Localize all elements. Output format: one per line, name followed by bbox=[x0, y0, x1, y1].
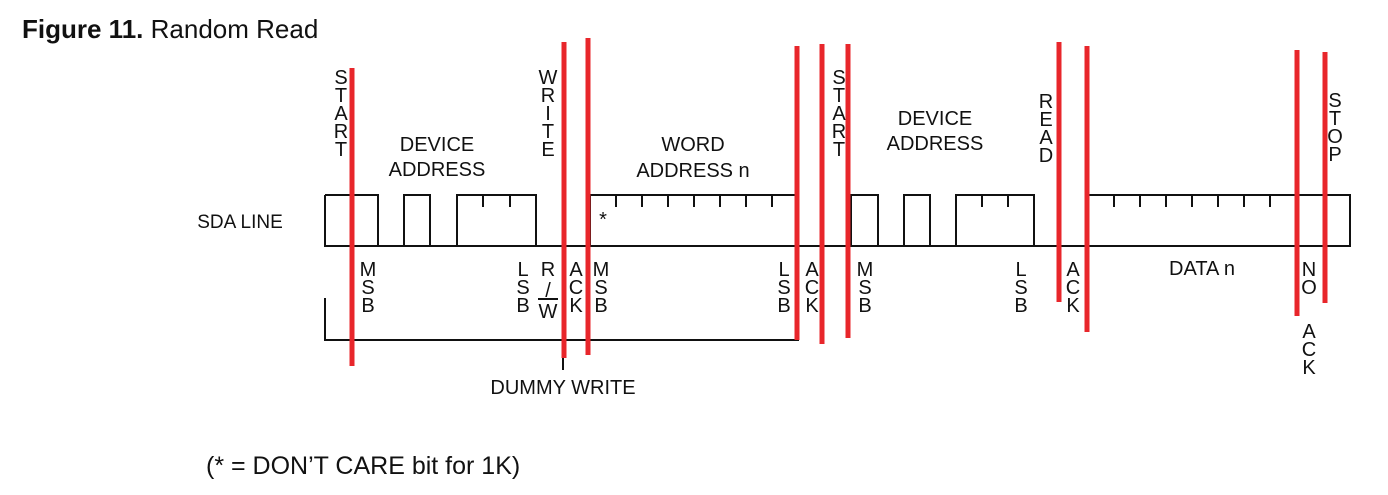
start-label: R bbox=[832, 121, 846, 143]
write-label: W bbox=[539, 67, 558, 89]
no-ack-label: A bbox=[1302, 321, 1316, 343]
read-label: E bbox=[1039, 109, 1052, 131]
data-n-label: DATA n bbox=[1169, 258, 1235, 280]
ack-label: C bbox=[569, 277, 583, 299]
msb-label: S bbox=[594, 277, 607, 299]
lsb-label: S bbox=[1014, 277, 1027, 299]
sda-signal-outline bbox=[324, 194, 1351, 247]
start-label: T bbox=[335, 139, 347, 161]
stop-label: P bbox=[1328, 144, 1341, 166]
start-label: A bbox=[334, 103, 348, 125]
ack-label: K bbox=[805, 295, 819, 317]
no-ack-label: O bbox=[1301, 277, 1317, 299]
msb-label: M bbox=[593, 259, 610, 281]
figure-title: Figure 11. Random Read bbox=[22, 14, 318, 45]
no-ack-label: N bbox=[1302, 259, 1316, 281]
read-label: D bbox=[1039, 145, 1053, 167]
no-ack-label: K bbox=[1302, 357, 1316, 379]
lsb-label: S bbox=[777, 277, 790, 299]
start-label: A bbox=[832, 103, 846, 125]
stop-label: S bbox=[1328, 90, 1341, 112]
device-address-label: ADDRESS bbox=[389, 159, 486, 181]
ack-label: C bbox=[1066, 277, 1080, 299]
dummy-write-label: DUMMY WRITE bbox=[490, 377, 635, 399]
write-label: E bbox=[541, 139, 554, 161]
sda-waveform bbox=[324, 194, 1351, 247]
red-marker-lines bbox=[349, 38, 1328, 366]
ack-label: A bbox=[569, 259, 583, 281]
figure-number: Figure 11. bbox=[22, 14, 144, 44]
sda-line-label: SDA LINE bbox=[197, 212, 283, 233]
write-label: T bbox=[542, 121, 554, 143]
msb-label: B bbox=[361, 295, 374, 317]
stop-label: T bbox=[1329, 108, 1341, 130]
ack-label: A bbox=[805, 259, 819, 281]
rw-label: R bbox=[541, 259, 555, 281]
device-address-label: ADDRESS bbox=[887, 133, 984, 155]
lsb-label: S bbox=[516, 277, 529, 299]
word-address-label: WORD bbox=[661, 134, 724, 156]
msb-label: S bbox=[361, 277, 374, 299]
rw-label: / bbox=[545, 280, 551, 302]
ack-label: K bbox=[1066, 295, 1080, 317]
footnote: (* = DON’T CARE bit for 1K) bbox=[206, 452, 521, 480]
start-label: S bbox=[334, 67, 347, 89]
msb-label: B bbox=[594, 295, 607, 317]
write-label: I bbox=[545, 103, 551, 125]
device-address-label: DEVICE bbox=[898, 108, 972, 130]
word-address-label: ADDRESS n bbox=[636, 160, 749, 182]
ack-label: C bbox=[805, 277, 819, 299]
start-label: R bbox=[334, 121, 348, 143]
msb-label: S bbox=[858, 277, 871, 299]
msb-label: M bbox=[857, 259, 874, 281]
lsb-label: L bbox=[778, 259, 789, 281]
start-label: T bbox=[833, 85, 845, 107]
figure-title-text: Random Read bbox=[150, 14, 319, 44]
start-label: T bbox=[335, 85, 347, 107]
rw-label: W bbox=[539, 301, 558, 323]
lsb-label: L bbox=[1015, 259, 1026, 281]
lsb-label: L bbox=[517, 259, 528, 281]
msb-label: M bbox=[360, 259, 377, 281]
ack-label: K bbox=[569, 295, 583, 317]
ack-label: A bbox=[1066, 259, 1080, 281]
no-ack-label: C bbox=[1302, 339, 1316, 361]
lsb-label: B bbox=[777, 295, 790, 317]
lsb-label: B bbox=[1014, 295, 1027, 317]
start-label: T bbox=[833, 139, 845, 161]
read-label: A bbox=[1039, 127, 1053, 149]
read-label: R bbox=[1039, 91, 1053, 113]
write-label: R bbox=[541, 85, 555, 107]
msb-label: B bbox=[858, 295, 871, 317]
lsb-label: B bbox=[516, 295, 529, 317]
stop-label: O bbox=[1327, 126, 1343, 148]
start-label: S bbox=[832, 67, 845, 89]
device-address-label: DEVICE bbox=[400, 134, 474, 156]
dont-care-mark: * bbox=[599, 209, 607, 231]
